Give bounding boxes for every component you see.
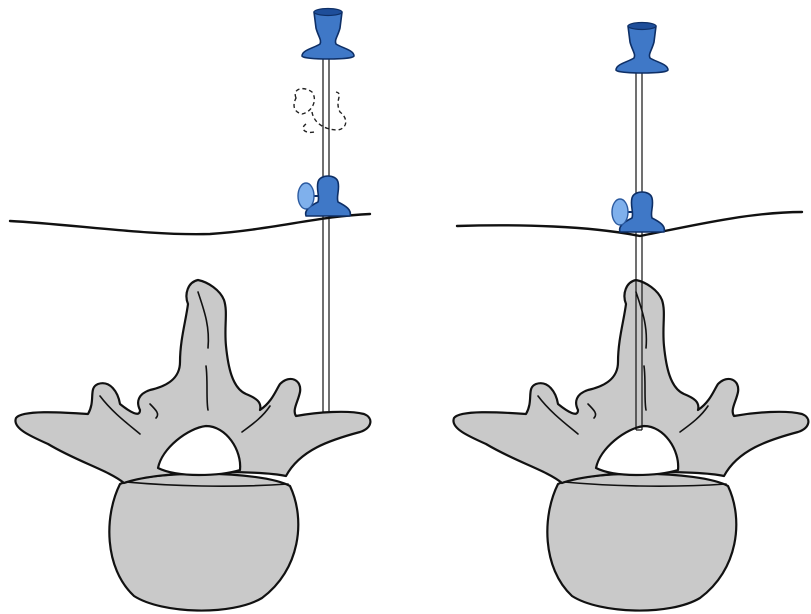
needle-shaft — [323, 56, 329, 412]
skin-line — [10, 214, 370, 234]
dashed-outline-icon — [294, 89, 346, 133]
syringe-hub-icon — [302, 9, 354, 60]
left-panel — [10, 9, 370, 611]
right-panel — [453, 23, 808, 611]
depth-stop-icon — [612, 192, 664, 232]
vertebra-icon — [15, 280, 370, 611]
vertebra-icon — [453, 280, 808, 611]
depth-stop-icon — [298, 176, 350, 216]
syringe-hub-icon — [616, 23, 668, 74]
